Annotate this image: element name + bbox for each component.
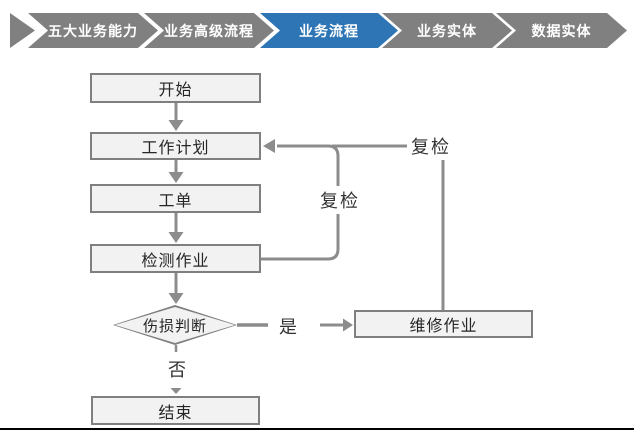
flow-node-work-order: 工单: [90, 184, 261, 213]
flow-node-label: 工单: [158, 192, 193, 210]
flow-node-label: 伤损判断: [142, 317, 207, 335]
flow-node-label: 结束: [158, 404, 193, 422]
flow-node-label: 维修作业: [409, 318, 478, 335]
banner-step-data-entity[interactable]: 数据实体: [496, 13, 627, 48]
edge-label-recheck-inspect: 复检: [318, 186, 362, 214]
flow-node-inspection: 检测作业: [90, 244, 261, 273]
flow-node-work-plan: 工作计划: [90, 132, 261, 160]
flow-node-end: 结束: [91, 396, 260, 425]
edge-label-recheck-repair: 复检: [407, 132, 455, 160]
banner-step-five-capabilities[interactable]: 五大业务能力: [28, 13, 158, 48]
banner-step-business-process-active[interactable]: 业务流程: [260, 13, 398, 48]
banner-step-label: 业务流程: [299, 22, 359, 39]
banner-step-label: 业务高级流程: [164, 22, 254, 39]
flow-node-label: 工作计划: [141, 140, 210, 157]
banner-step-label: 数据实体: [531, 22, 592, 39]
edge-label-no: 否: [162, 356, 194, 381]
banner-step-business-entity[interactable]: 业务实体: [382, 13, 512, 48]
edge-label-yes: 是: [274, 314, 304, 338]
banner-step-label: 五大业务能力: [48, 22, 138, 39]
banner-step-high-level-process[interactable]: 业务高级流程: [144, 13, 274, 48]
flow-node-label: 检测作业: [141, 252, 210, 270]
banner-step-label: 业务实体: [417, 22, 477, 39]
bottom-border-line: [0, 428, 634, 430]
flow-node-repair: 维修作业: [354, 310, 533, 338]
flow-node-start: 开始: [90, 73, 261, 103]
flow-node-label: 开始: [158, 82, 193, 99]
